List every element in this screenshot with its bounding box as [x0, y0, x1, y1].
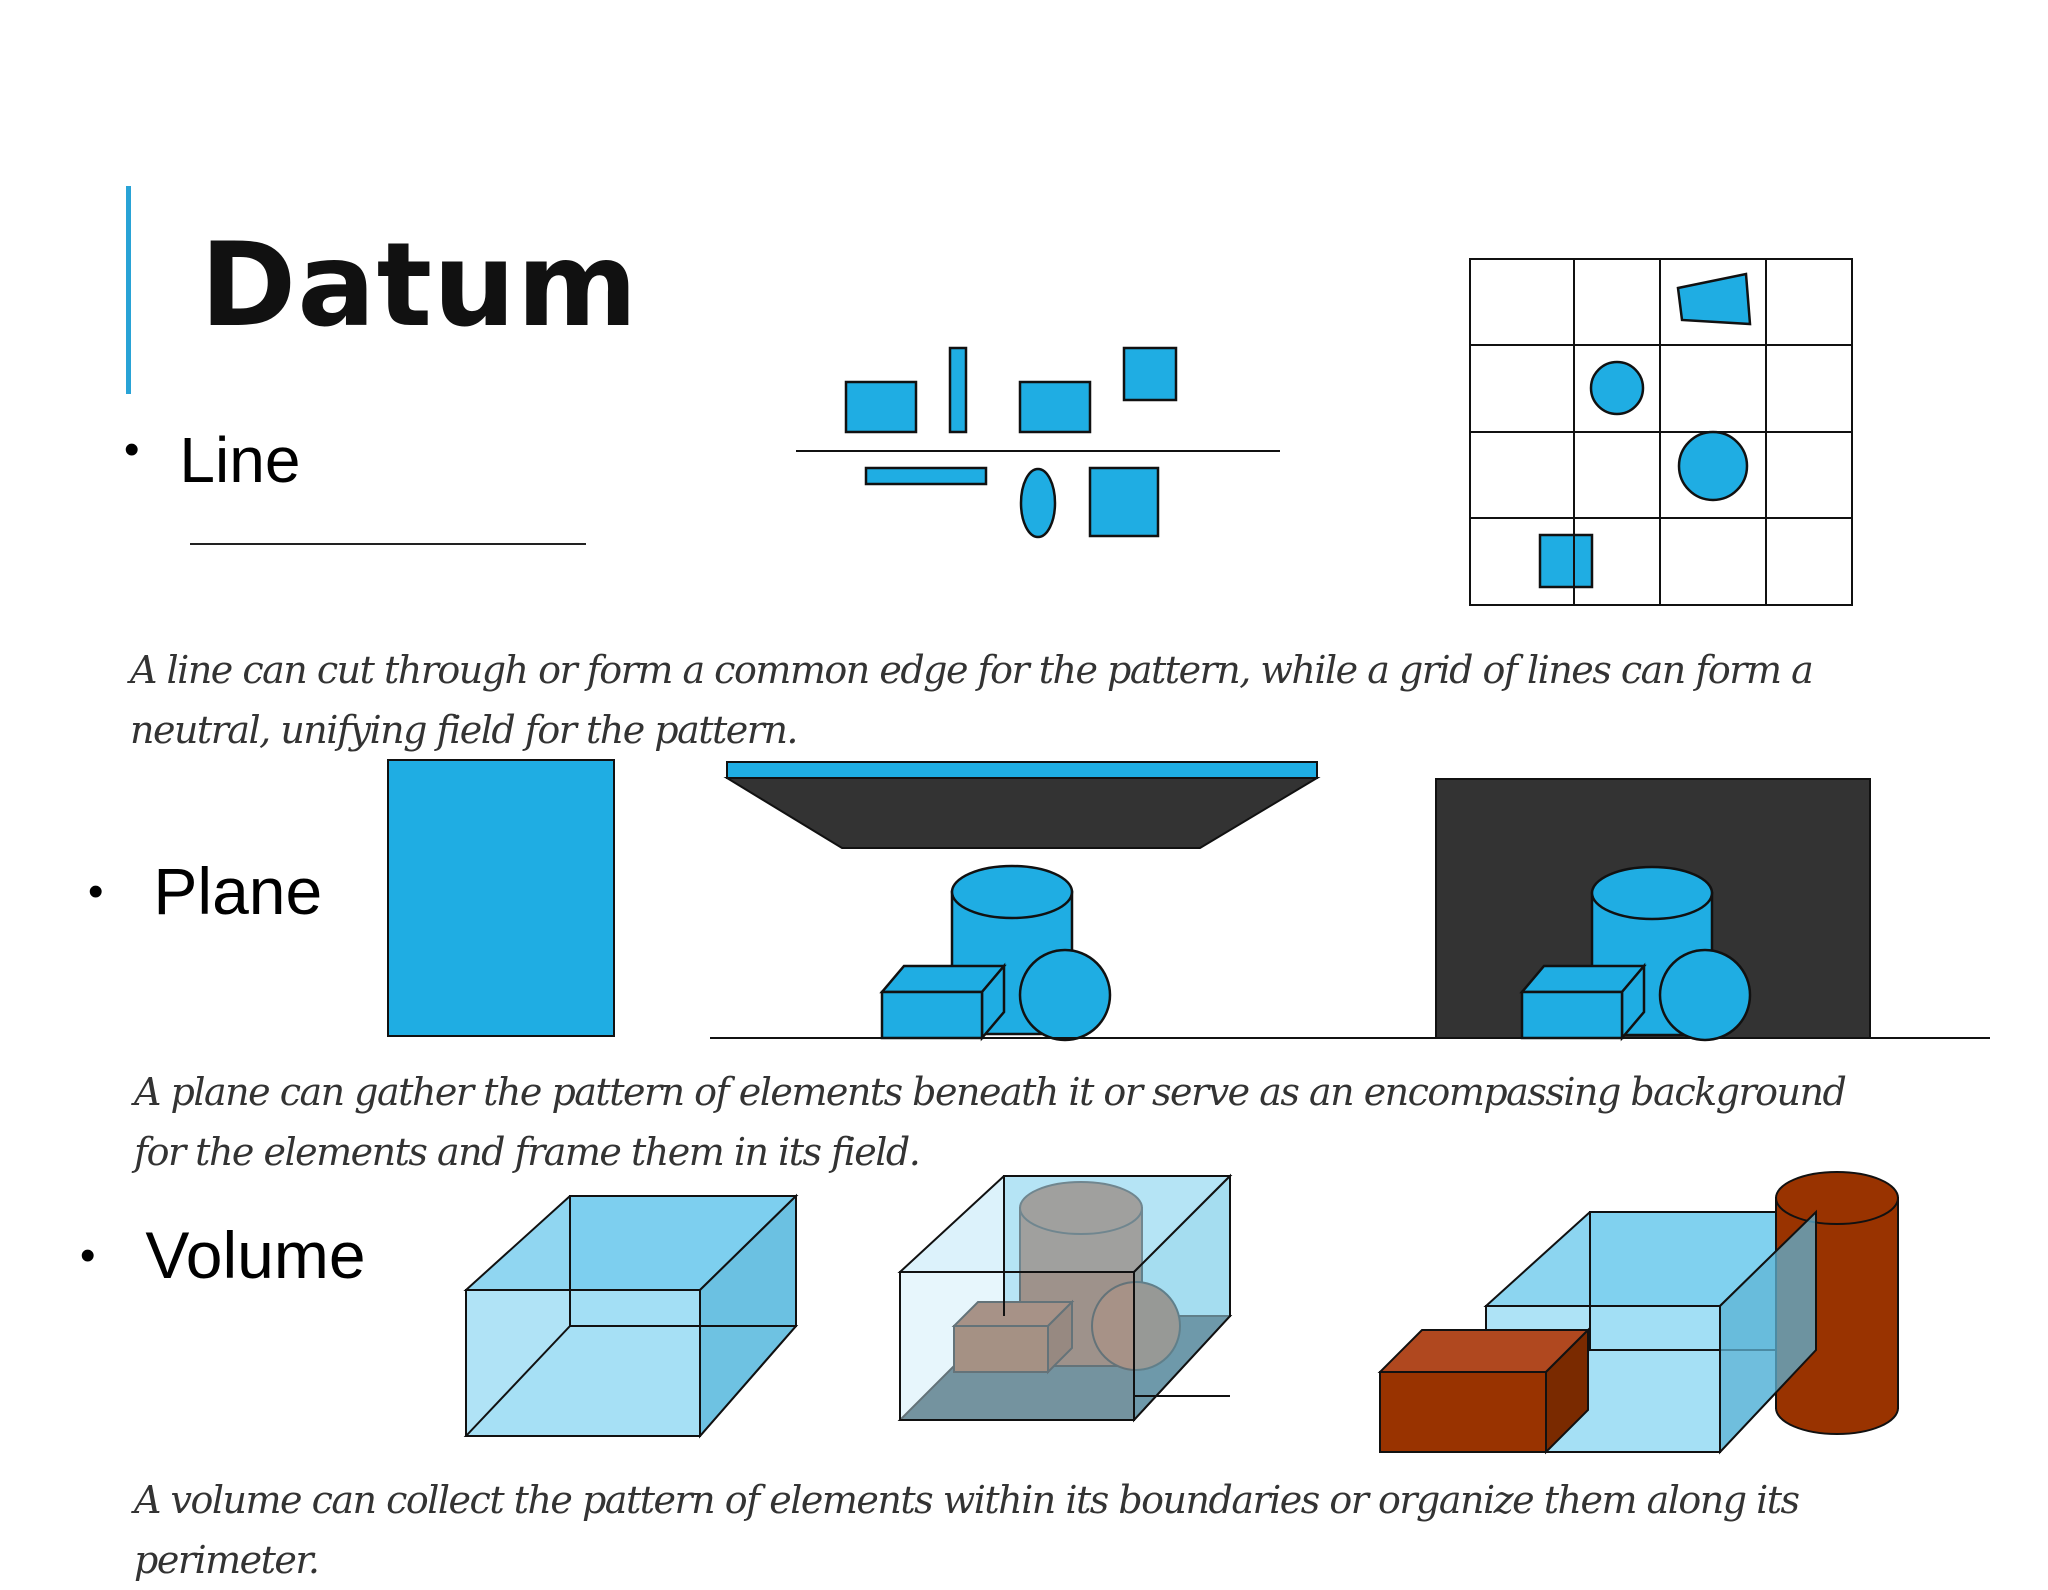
brown-box-front	[953, 1325, 1049, 1373]
bullet-dot: •	[80, 1231, 96, 1280]
bullet-label: Volume	[145, 1218, 366, 1292]
box-hidden-edge	[465, 1325, 571, 1437]
bullet-volume: •Volume	[80, 1222, 366, 1288]
bullet-plane: •Plane	[88, 858, 322, 924]
blue-box-front	[1520, 990, 1624, 1040]
blue-horizontal-bar	[864, 466, 988, 486]
grid-datum-figure	[1469, 258, 1853, 606]
brown-box-front	[1379, 1371, 1547, 1453]
background-plane-figure	[1435, 778, 1871, 1042]
blue-cylinder-top	[950, 864, 1074, 920]
brown-box-side	[1047, 1299, 1073, 1375]
blue-circle	[1589, 360, 1645, 416]
bullet-line: • Line	[124, 425, 300, 493]
datum-illustrations	[190, 258, 1990, 1455]
blue-canopy-plane	[726, 761, 1318, 779]
box-front-face	[465, 1289, 701, 1437]
line-datum-figure	[796, 346, 1280, 539]
box-front-face	[899, 1271, 1135, 1421]
blue-vertical-bar	[948, 346, 968, 434]
title-accent-bar	[126, 186, 131, 394]
blue-square	[1122, 346, 1178, 402]
blue-cylinder-top	[1590, 865, 1714, 921]
blue-square	[1538, 533, 1594, 589]
brown-box-side	[1545, 1327, 1589, 1455]
slide: Datum • Line A line can cut through or fo…	[80, 186, 1990, 1582]
blue-sphere	[1658, 948, 1752, 1042]
blue-trapezoid	[1676, 272, 1752, 326]
canopy-plane-figure	[710, 761, 1990, 1042]
plane-caption: A plane can gather the pattern of elemen…	[134, 1070, 1847, 1174]
slide-title: Datum	[200, 218, 639, 353]
blue-ellipse	[1019, 467, 1057, 539]
bullet-label: Line	[179, 424, 301, 496]
blue-rectangle	[1018, 380, 1092, 434]
brown-cylinder-top	[1775, 1171, 1899, 1225]
dark-canopy	[723, 777, 1321, 849]
empty-volume-figure	[463, 1193, 799, 1439]
bullet-dot: •	[88, 867, 104, 916]
bullet-label: Plane	[153, 854, 323, 928]
line-caption: A line can cut through or form a common …	[130, 648, 1814, 752]
blue-plane	[387, 759, 615, 1037]
box-side-face	[1133, 1173, 1231, 1423]
blue-square	[1088, 466, 1160, 538]
blue-circle	[1677, 430, 1749, 502]
blue-sphere	[1018, 948, 1112, 1042]
contained-volume-figure	[897, 1173, 1233, 1423]
blue-rectangle	[844, 380, 918, 434]
perimeter-volume-figure	[1377, 1171, 1899, 1455]
box-side-face	[1719, 1209, 1817, 1455]
blue-box-front	[880, 990, 984, 1040]
bullet-dot: •	[124, 425, 140, 474]
